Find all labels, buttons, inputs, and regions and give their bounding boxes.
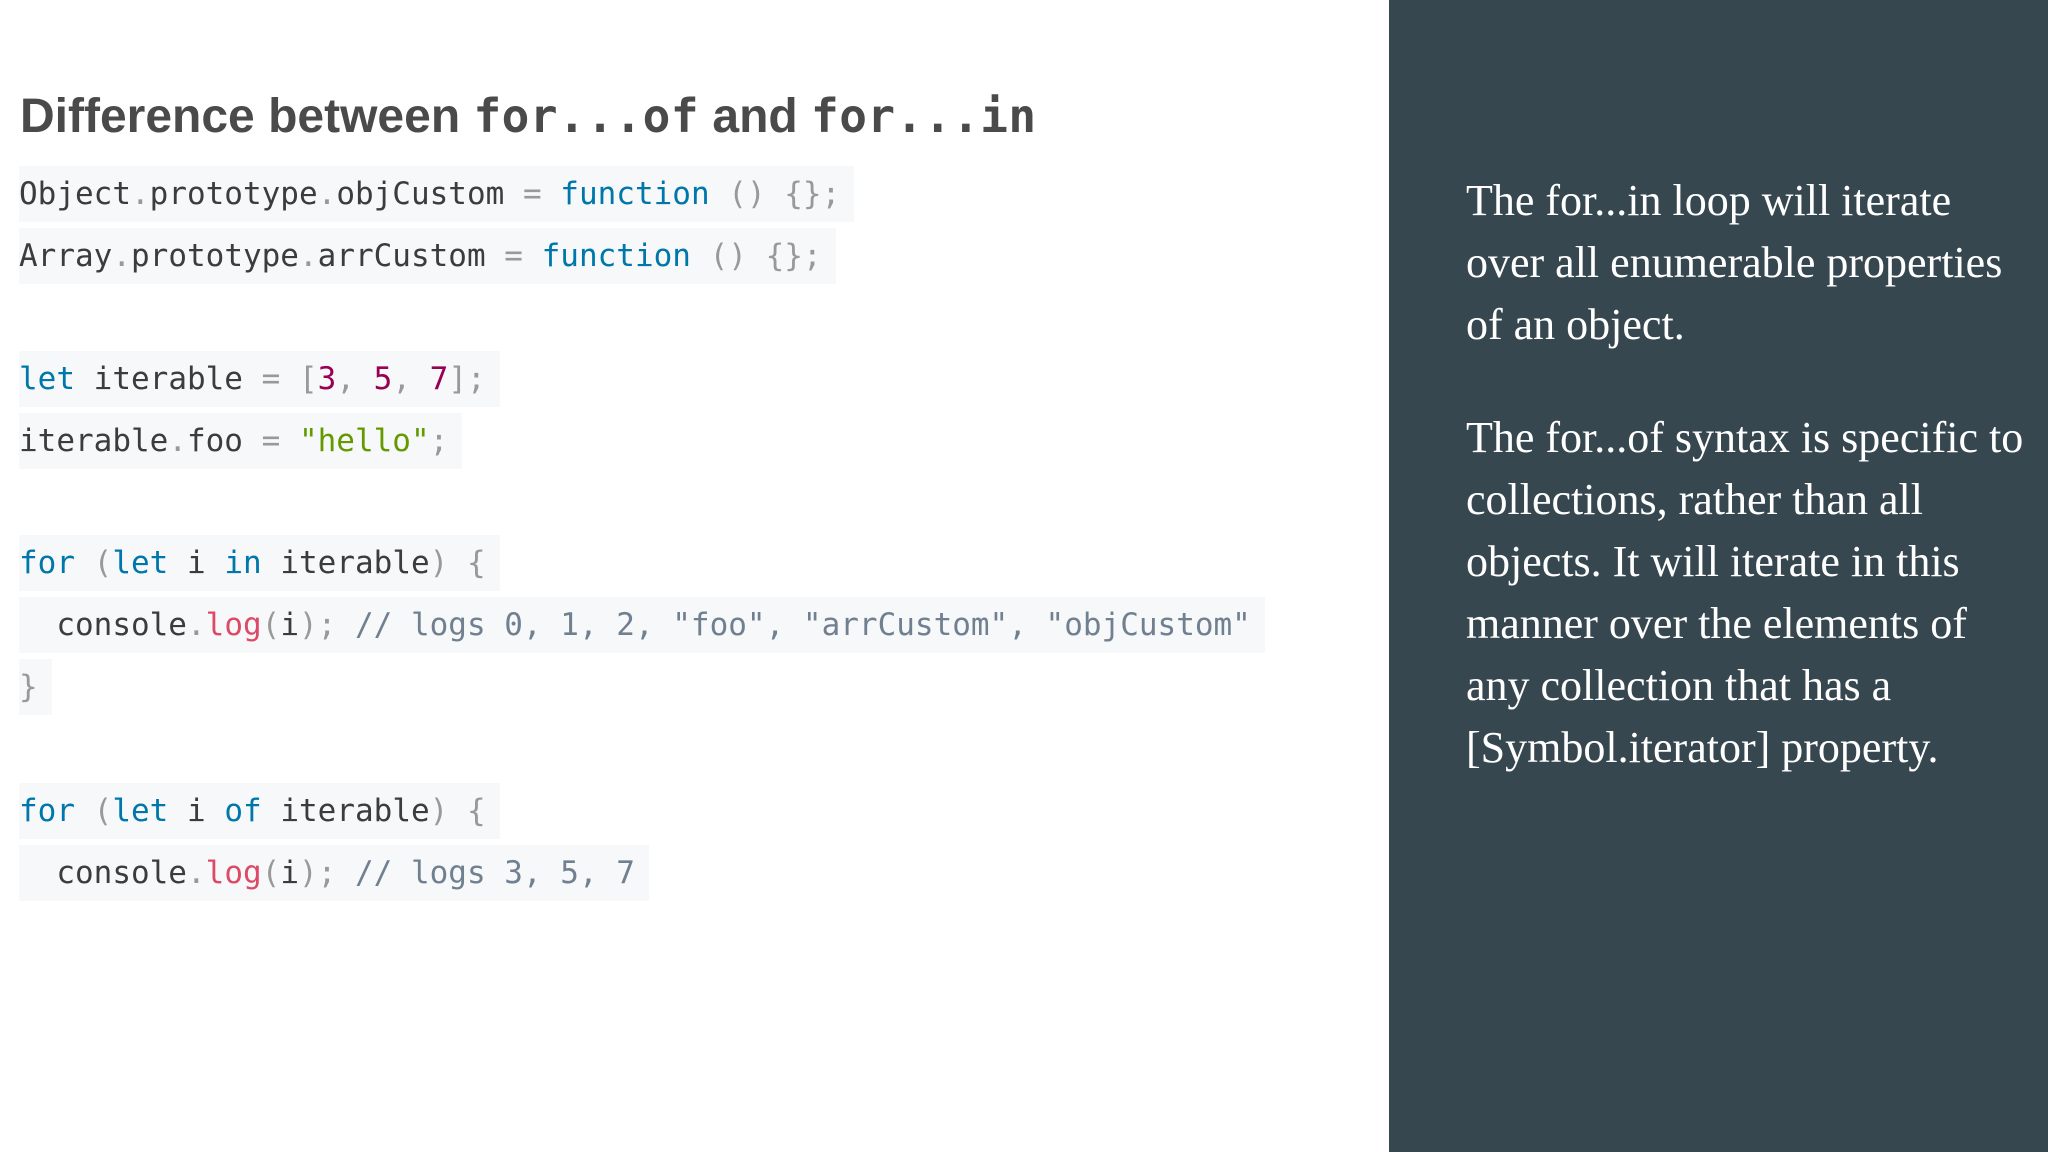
code-line-9: console.log(i); // logs 3, 5, 7 [19, 845, 649, 901]
code-line-8: for (let i of iterable) { [19, 783, 500, 839]
code-line-1: Object.prototype.objCustom = function ()… [19, 166, 855, 222]
note-for-of: The for...of syntax is specific to colle… [1466, 413, 2024, 772]
code-line-7: } [19, 659, 52, 715]
title-code-for-of: for...of [473, 89, 700, 143]
notes-pane [1389, 0, 2048, 1152]
code-line-2: Array.prototype.arrCustom = function () … [19, 228, 836, 284]
code-line-5: for (let i in iterable) { [19, 535, 500, 591]
slide-title: Difference between for...of and for...in [20, 82, 1037, 151]
title-mid: and [699, 90, 812, 143]
code-line-6: console.log(i); // logs 0, 1, 2, "foo", … [19, 597, 1265, 653]
note-for-in: The for...in loop will iterate over all … [1466, 176, 2003, 349]
title-prefix: Difference between [20, 90, 474, 143]
code-line-4: iterable.foo = "hello"; [19, 413, 463, 469]
code-line-3: let iterable = [3, 5, 7]; [19, 351, 500, 407]
title-code-for-in: for...in [811, 89, 1037, 143]
